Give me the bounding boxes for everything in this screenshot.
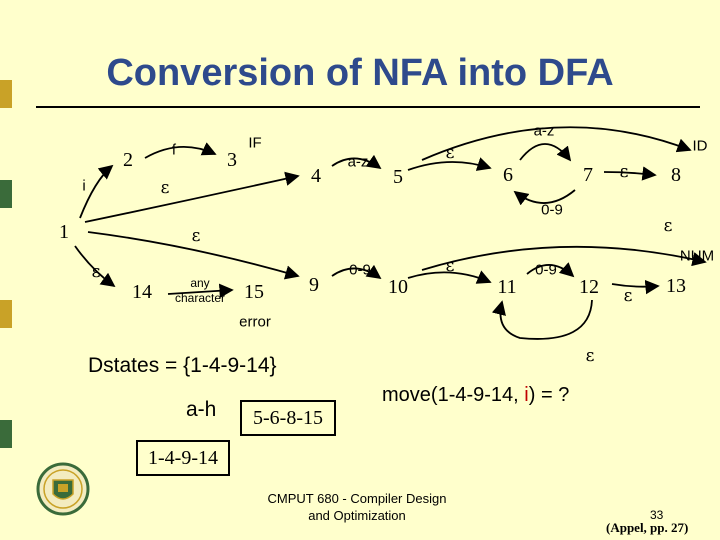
edge-1-4	[84, 171, 300, 223]
state-14: 14	[132, 281, 152, 303]
state-9: 9	[309, 274, 319, 296]
sidebar-accent	[0, 180, 12, 208]
state-13: 13	[666, 275, 686, 297]
label-epsilon: ε	[92, 262, 101, 282]
sidebar-accent	[0, 80, 12, 108]
edge-4-5	[331, 154, 382, 170]
edge-2-3	[144, 142, 217, 159]
edge-9-10	[331, 264, 382, 280]
label-epsilon: ε	[624, 286, 633, 306]
label-epsilon: ε	[664, 216, 673, 236]
nfa-labels: i f IF a-z a-z ID 0-9 0-9 0-9 NUM any ch…	[82, 123, 714, 367]
label-epsilon: ε	[446, 143, 455, 163]
dstates-value: 1-4-9-14	[190, 354, 270, 377]
label-a-z-2: a-z	[534, 123, 555, 140]
move-prefix: move(1-4-9-14,	[382, 384, 525, 406]
label-character: character	[175, 291, 225, 305]
state-15: 15	[244, 281, 264, 303]
sidebar-accent	[0, 300, 12, 328]
label-NUM: NUM	[680, 248, 714, 265]
state-3: 3	[227, 149, 237, 171]
move-arg: i	[524, 384, 529, 406]
page-number: 33	[650, 508, 664, 522]
edge-1-2	[79, 164, 114, 219]
edge-12-11	[491, 299, 593, 340]
label-i: i	[82, 178, 85, 195]
target-dstate: 5-6-8-15	[253, 407, 323, 429]
state-4: 4	[311, 165, 321, 187]
label-f: f	[172, 142, 177, 159]
label-IF: IF	[248, 135, 261, 152]
edge-5-6	[407, 157, 492, 171]
edge-1-14	[74, 245, 116, 288]
dstates-suffix: }	[269, 354, 277, 377]
label-a-z-1: a-z	[348, 154, 369, 171]
edge-09-loop	[421, 245, 707, 271]
label-ID: ID	[693, 138, 708, 155]
decorative-sidebar	[0, 0, 14, 540]
source-dstate: 1-4-9-14	[148, 447, 218, 469]
course-line-2: and Optimization	[308, 508, 406, 523]
state-1: 1	[59, 221, 69, 243]
edge-1-9	[87, 231, 300, 280]
label-epsilon: ε	[161, 178, 170, 198]
sidebar-accent	[0, 420, 12, 448]
state-2: 2	[123, 149, 133, 171]
university-seal-logo	[36, 462, 90, 516]
nfa-states: 1 2 3 4 5 6 7 8 9 10 11 12 13 14 15	[59, 149, 686, 303]
edge-7-6	[513, 189, 576, 206]
label-any: any	[190, 276, 209, 290]
label-epsilon: ε	[586, 346, 595, 366]
label-epsilon: ε	[446, 256, 455, 276]
move-expression: move(1-4-9-14, i) = ?	[382, 384, 569, 407]
citation: (Appel, pp. 27)	[606, 520, 689, 535]
edge-10-11	[407, 270, 492, 284]
state-7: 7	[583, 164, 593, 186]
edge-12-13	[611, 279, 660, 295]
move-suffix: ) = ?	[528, 384, 570, 406]
slide-title: Conversion of NFA into DFA	[106, 52, 614, 94]
source-dstate-box: 1-4-9-14	[136, 440, 230, 476]
state-11: 11	[497, 276, 516, 298]
label-0-9-a: 0-9	[541, 202, 563, 219]
state-5: 5	[393, 166, 403, 188]
edge-11-12	[526, 262, 575, 278]
title-underline	[36, 106, 700, 108]
state-8: 8	[671, 164, 681, 186]
label-error: error	[239, 314, 271, 331]
edge-6-7	[519, 143, 572, 162]
dstates-prefix: Dstates = {	[88, 354, 191, 377]
state-12: 12	[579, 276, 599, 298]
course-footer: CMPUT 680 - Compiler Design and Optimiza…	[262, 490, 452, 524]
edge-14-15	[167, 283, 234, 298]
label-0-9-b: 0-9	[349, 262, 371, 279]
nfa-edges	[74, 126, 707, 340]
target-dstate-box: 5-6-8-15	[240, 400, 336, 436]
label-epsilon: ε	[192, 226, 201, 246]
course-line-1: CMPUT 680 - Compiler Design	[267, 491, 447, 506]
state-6: 6	[503, 164, 513, 186]
dstates-line: Dstates = {1-4-9-14}	[88, 354, 277, 378]
edge-7-8	[603, 166, 657, 181]
label-epsilon: ε	[620, 162, 629, 182]
state-10: 10	[388, 276, 408, 298]
transition-symbol: a-h	[186, 398, 217, 421]
edge-az-loop	[421, 126, 692, 161]
label-0-9-c: 0-9	[535, 262, 557, 279]
